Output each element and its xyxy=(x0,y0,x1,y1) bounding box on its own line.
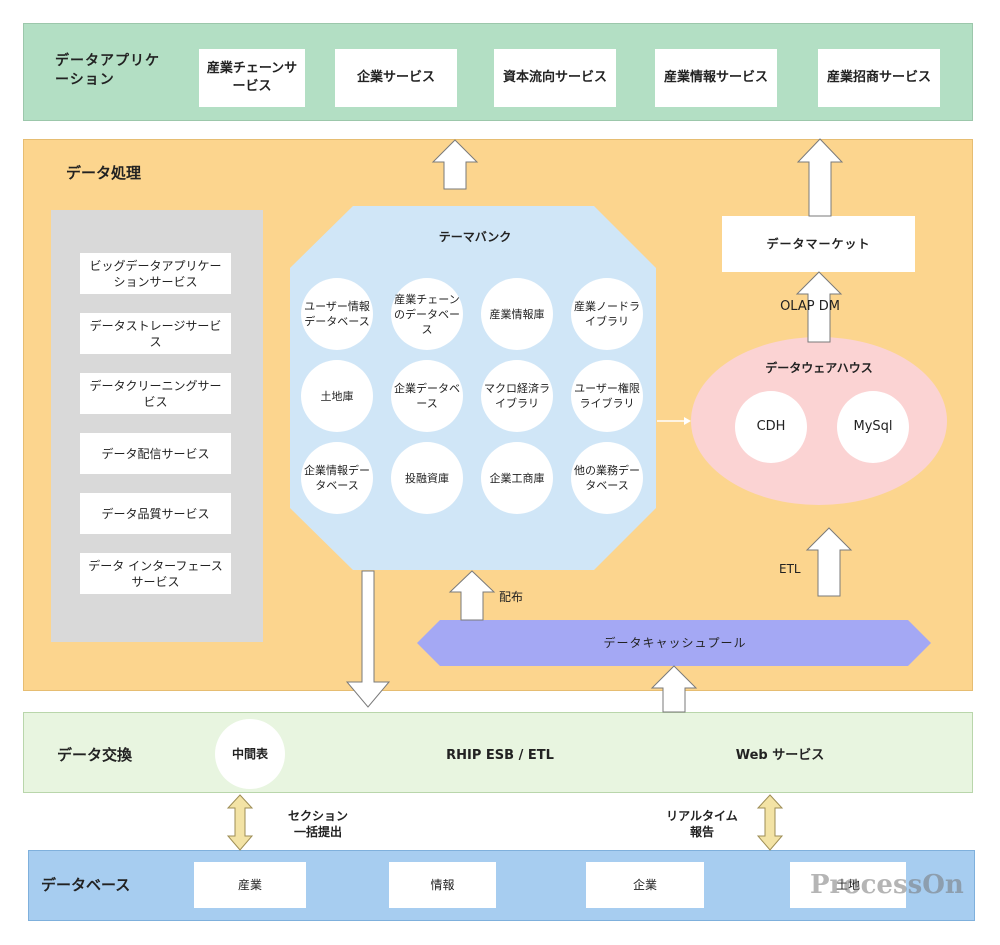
data-warehouse-title: データウェアハウス xyxy=(765,361,873,375)
theme-item-enterprise-info: 企業情報データベース xyxy=(301,442,373,514)
service-quality: データ品質サービス xyxy=(80,493,231,534)
theme-item-macro-economy: マクロ経済ライブラリ xyxy=(481,360,553,432)
olap-dm-label: OLAP DM xyxy=(780,299,840,314)
theme-to-warehouse-head xyxy=(684,417,691,425)
theme-item-investment: 投融資庫 xyxy=(391,442,463,514)
realtime-report-label: リアルタイム報告 xyxy=(666,809,738,839)
theme-item-land: 土地庫 xyxy=(301,360,373,432)
service-storage: データストレージサービス xyxy=(80,313,231,354)
theme-item-industry-node: 産業ノードライブラリ xyxy=(571,278,643,350)
processon-watermark: ProcessOn xyxy=(810,870,964,900)
warehouse-item-cdh: CDH xyxy=(735,391,807,463)
double-arrow-right xyxy=(756,794,784,851)
exchange-layer xyxy=(23,712,973,793)
theme-item-other-business: 他の業務データベース xyxy=(571,442,643,514)
app-service-industry-chain: 産業チェーンサービス xyxy=(199,49,305,107)
database-layer-title: データベース xyxy=(41,876,131,894)
up-arrow-etl xyxy=(805,527,853,597)
esb-etl-label: RHIP ESB / ETL xyxy=(446,748,554,763)
web-service-label: Web サービス xyxy=(735,748,825,763)
data-market-box: データマーケット xyxy=(722,216,915,272)
theme-item-industry-info: 産業情報庫 xyxy=(481,278,553,350)
double-arrow-left xyxy=(226,794,254,851)
exchange-layer-title: データ交換 xyxy=(57,746,133,764)
service-interface: データ インターフェースサービス xyxy=(80,553,231,594)
data-cache-pool-label: データキャッシュプール xyxy=(603,636,747,650)
service-bigdata-app: ビッグデータアプリケーションサービス xyxy=(80,253,231,294)
app-service-capital-flow: 資本流向サービス xyxy=(494,49,616,107)
app-service-industry-investment: 産業招商サービス xyxy=(818,49,940,107)
app-service-industry-info: 産業情報サービス xyxy=(655,49,777,107)
db-item-info: 情報 xyxy=(389,862,496,908)
db-item-land: 土地 xyxy=(790,862,906,908)
up-arrow-to-cache-pool xyxy=(650,665,698,713)
theme-item-enterprise-db: 企業データベース xyxy=(391,360,463,432)
service-cleaning: データクリーニングサービス xyxy=(80,373,231,414)
up-arrow-to-application-left xyxy=(431,139,479,190)
service-distribution: データ配信サービス xyxy=(80,433,231,474)
batch-submit-label: セクション一括提出 xyxy=(287,809,348,839)
up-arrow-olap xyxy=(795,271,843,343)
up-arrow-to-application-right xyxy=(796,138,844,217)
distribution-label: 配布 xyxy=(499,590,524,604)
up-arrow-distribution xyxy=(448,570,496,621)
theme-item-user-permission: ユーザー権限ライブラリ xyxy=(571,360,643,432)
theme-item-industry-chain-db: 産業チェーンのデータベース xyxy=(391,278,463,350)
theme-bank-title: テーマバンク xyxy=(438,230,512,244)
intermediate-table-node: 中間表 xyxy=(215,719,285,789)
processing-layer-title: データ処理 xyxy=(66,164,142,182)
application-layer-title: データアプリケーション xyxy=(55,53,160,88)
app-service-enterprise: 企業サービス xyxy=(335,49,457,107)
etl-label: ETL xyxy=(779,562,801,576)
db-item-enterprise: 企業 xyxy=(586,862,704,908)
theme-item-user-info: ユーザー情報データベース xyxy=(301,278,373,350)
down-arrow-to-exchange xyxy=(345,570,391,708)
warehouse-item-mysql: MySql xyxy=(837,391,909,463)
theme-item-enterprise-commerce: 企業工商庫 xyxy=(481,442,553,514)
db-item-industry: 産業 xyxy=(194,862,306,908)
